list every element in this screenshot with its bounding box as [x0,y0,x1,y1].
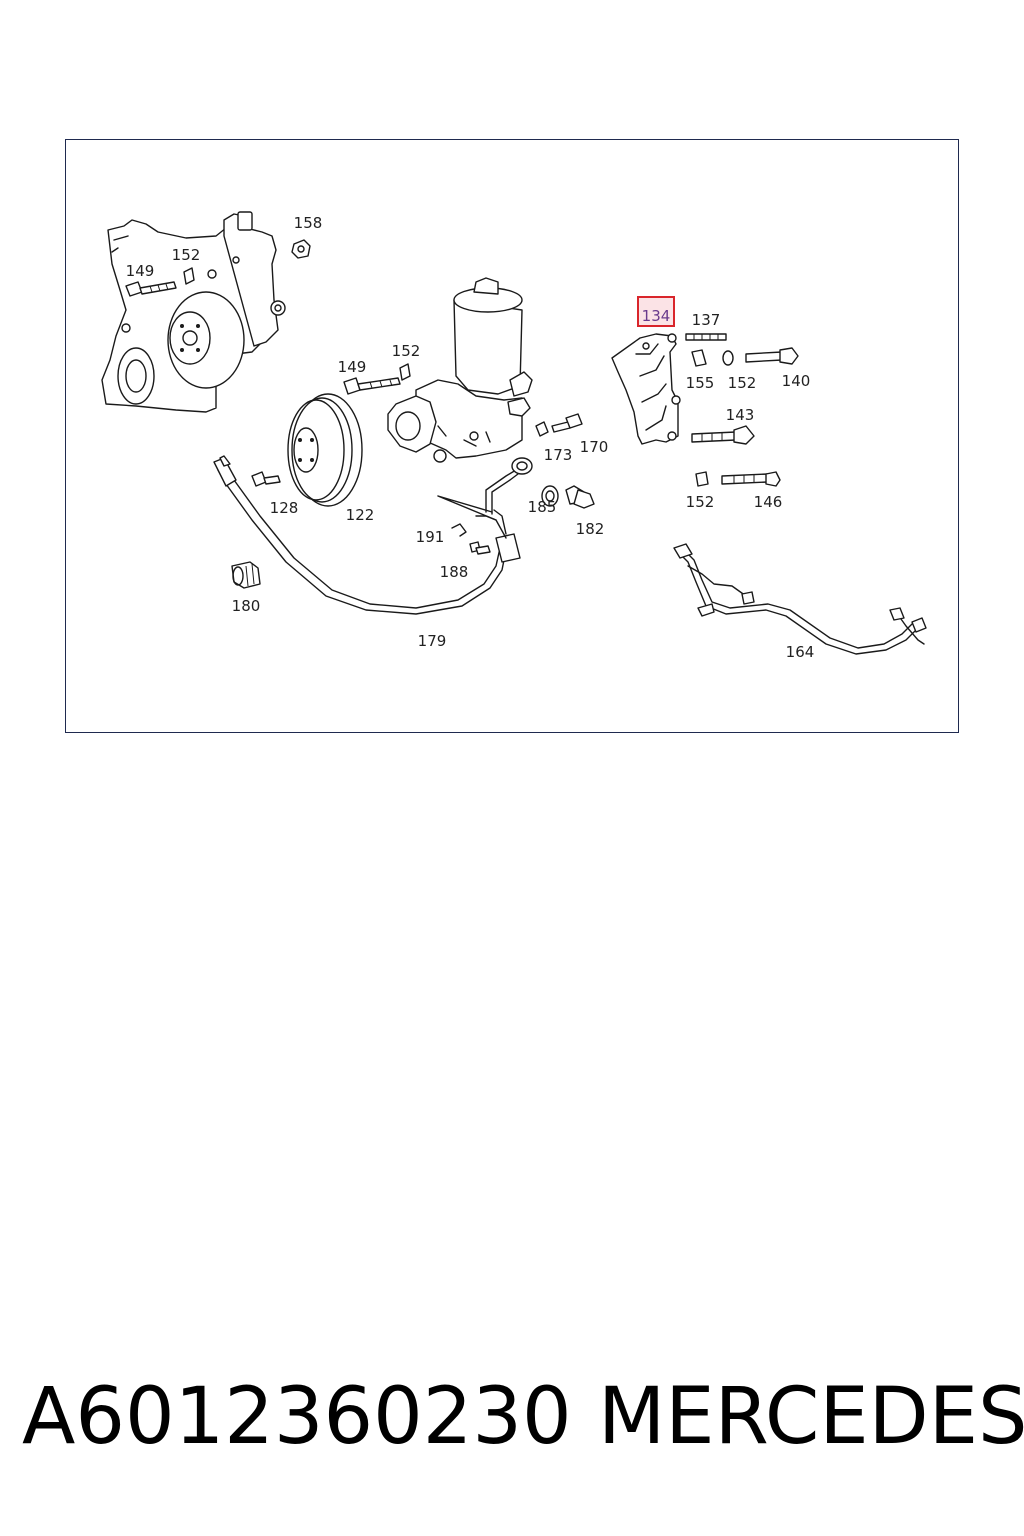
label-188: 188 [440,563,469,581]
label-146: 146 [754,493,783,511]
label-149-a: 149 [126,262,155,280]
part-number: A6012360230 [22,1372,572,1462]
label-185: 185 [528,498,557,516]
part-122-pulley [287,393,363,507]
brand-name: MERCEDES [598,1372,1024,1462]
part-149-bolt-a [125,281,177,297]
part-146-bolt [721,471,781,487]
part-155-nut [691,349,707,367]
part-149-bolt-b [343,377,401,395]
label-134[interactable]: 134 [642,307,671,325]
part-143-bolt [691,425,755,445]
label-158: 158 [294,214,323,232]
label-149-b: 149 [338,358,367,376]
engine-front-cover [101,211,286,413]
label-152-c: 152 [728,374,757,392]
part-140-bolt [745,347,799,365]
part-152-washer-a [183,267,195,285]
label-128: 128 [270,499,299,517]
part-158-nut [291,239,311,259]
label-152-d: 152 [686,493,715,511]
part-152-washer-b [399,363,411,381]
part-185-seal-ring [541,485,559,507]
part-173-washer [535,421,549,437]
part-128-bolt [251,471,281,487]
label-182: 182 [576,520,605,538]
label-180: 180 [232,597,261,615]
label-155: 155 [686,374,715,392]
part-137-stud [685,333,727,341]
label-152-a: 152 [172,246,201,264]
label-140: 140 [782,372,811,390]
part-164-return-line [673,543,927,655]
product-caption: A6012360230 MERCEDES [0,1362,1024,1482]
part-152-washer-d [695,471,709,487]
label-164: 164 [786,643,815,661]
part-191-clip [437,495,497,537]
label-173: 173 [544,446,573,464]
part-134-bracket [611,333,681,445]
part-134-highlight-box[interactable] [637,296,675,327]
part-179-pressure-hose [213,455,533,615]
exploded-parts-diagram: 158 152 149 149 152 134 137 155 152 140 … [65,139,959,733]
part-170-bolt [551,413,583,433]
part-152-washer-c [722,350,734,366]
label-143: 143 [726,406,755,424]
label-137: 137 [692,311,721,329]
power-steering-pump [387,277,533,463]
part-188-bolt [469,541,491,555]
part-180-bearing [231,561,261,589]
label-191: 191 [416,528,445,546]
label-170: 170 [580,438,609,456]
label-179: 179 [418,632,447,650]
label-122: 122 [346,506,375,524]
diagram-canvas: 158 152 149 149 152 134 137 155 152 140 … [101,211,927,661]
label-152-b: 152 [392,342,421,360]
part-182-banjo-bolt [565,485,595,509]
